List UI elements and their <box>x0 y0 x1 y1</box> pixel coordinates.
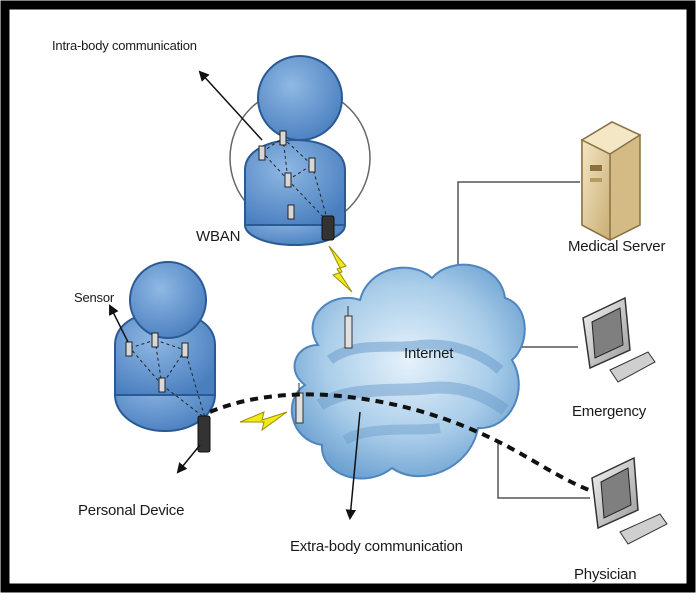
physician-label: Physician <box>574 566 637 583</box>
medical-server-icon <box>580 121 642 242</box>
extra-body-link <box>209 392 621 502</box>
pointer-arrows <box>109 70 361 521</box>
wban-person-icon <box>244 55 346 246</box>
physician-computer-icon <box>591 456 668 545</box>
emergency-computer-icon <box>582 296 656 383</box>
internet-label: Internet <box>404 345 454 362</box>
emergency-label: Emergency <box>572 403 647 420</box>
antenna-icon <box>295 306 353 424</box>
personal-device-icon <box>197 415 211 453</box>
personal-device-label: Personal Device <box>78 502 185 519</box>
sensor-label: Sensor <box>74 290 114 305</box>
medical-server-label: Medical Server <box>568 238 666 255</box>
lightning-icon <box>239 245 353 432</box>
wban-device-icon <box>321 215 335 241</box>
intra-body-label: Intra-body communication <box>52 38 197 53</box>
sensor-person-icon <box>114 261 216 453</box>
extra-body-label: Extra-body communication <box>290 538 463 555</box>
wban-label: WBAN <box>196 228 241 245</box>
